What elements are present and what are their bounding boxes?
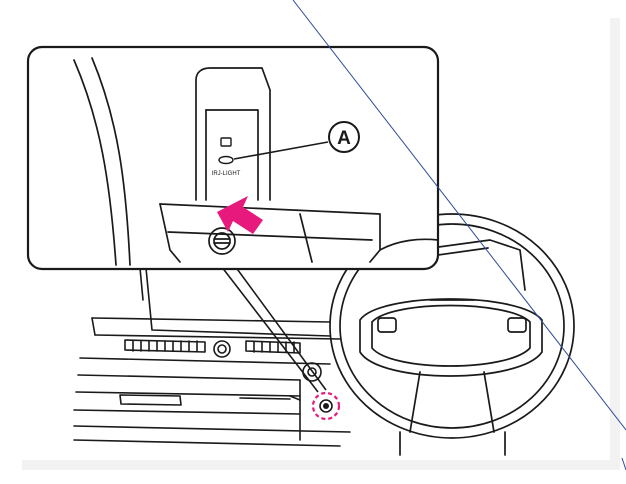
callout-letter: A xyxy=(337,128,351,149)
sensor-small-label: IRJ-LIGHT xyxy=(212,171,241,177)
inset-callout: IRJ-LIGHT A xyxy=(28,47,438,269)
overlay-tick-line xyxy=(622,458,626,470)
